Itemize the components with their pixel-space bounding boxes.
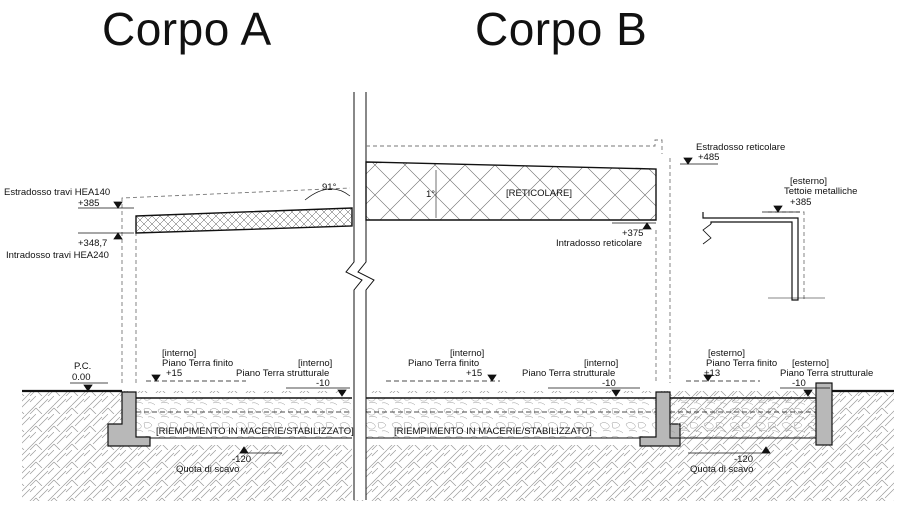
tettoie-tag: [esterno] <box>790 176 827 187</box>
esterno-strutturale-tag: [esterno] <box>792 358 829 369</box>
corpo-b-interno-tag-2: [interno] <box>584 358 618 369</box>
corpo-a-piano-strutturale-label: Piano Terra strutturale <box>236 368 329 379</box>
esterno-finito-tag: [esterno] <box>708 348 745 359</box>
esterno-piano-finito-level: +13 <box>704 368 720 379</box>
esterno-piano-strutturale-level: -10 <box>792 378 806 389</box>
corpo-a-scavo-level: -120 <box>232 454 251 465</box>
reticolare-truss <box>365 161 657 221</box>
corpo-a-riempimento-label: [RIEMPIMENTO IN MACERIE/STABILIZZATO] <box>156 426 354 437</box>
corpo-a-title: Corpo A <box>102 3 272 55</box>
corpo-a-beam <box>135 207 353 234</box>
reticolare-label: [RETICOLARE] <box>506 188 572 199</box>
corpo-b-foundation <box>365 391 681 447</box>
esterno-scavo-level: -120 <box>734 454 753 465</box>
corpo-b-intradosso-label: Intradosso reticolare <box>556 238 642 249</box>
corpo-a-estradosso-level: +385 <box>78 198 99 209</box>
esterno-piano-strutturale-label: Piano Terra strutturale <box>780 368 873 379</box>
corpo-b-estradosso-label: Estradosso reticolare <box>696 142 785 153</box>
esterno-curb <box>815 382 833 446</box>
tettoie-detail <box>702 211 825 301</box>
corpo-b-piano-finito-level: +15 <box>466 368 482 379</box>
corpo-a-angle: 91° <box>322 182 337 193</box>
esterno-scavo-label: Quota di scavo <box>690 464 753 475</box>
corpo-b-interno-tag-1: [interno] <box>450 348 484 359</box>
corpo-b-intradosso-level: +375 <box>622 228 643 239</box>
corpo-a-intradosso-label: Intradosso travi HEA240 <box>6 250 109 261</box>
corpo-b-piano-finito-label: Piano Terra finito <box>408 358 479 369</box>
pc-level: 0.00 <box>72 372 91 383</box>
tettoie-label: Tettoie metalliche <box>784 186 857 197</box>
corpo-a-estradosso-label: Estradosso travi HEA140 <box>4 187 110 198</box>
corpo-a-footing <box>107 391 151 447</box>
corpo-a-piano-finito-label: Piano Terra finito <box>162 358 233 369</box>
corpo-b-angle: 1° <box>426 189 435 200</box>
level-markers <box>70 157 830 454</box>
corpo-a-intradosso-level: +348,7 <box>78 238 107 249</box>
corpo-b-roof <box>365 139 671 383</box>
corpo-b-riempimento-label: [RIEMPIMENTO IN MACERIE/STABILIZZATO] <box>394 426 592 437</box>
corpo-a-scavo-label: Quota di scavo <box>176 464 239 475</box>
corpo-a-interno-tag-2: [interno] <box>298 358 332 369</box>
tettoie-level: +385 <box>790 197 811 208</box>
esterno-piano-finito-label: Piano Terra finito <box>706 358 777 369</box>
pc-label: P.C. <box>74 361 91 372</box>
corpo-b-title: Corpo B <box>475 3 648 55</box>
corpo-a-foundation <box>107 391 361 447</box>
corpo-a-roof <box>121 187 353 383</box>
corpo-b-piano-strutturale-label: Piano Terra strutturale <box>522 368 615 379</box>
corpo-b-piano-strutturale-level: -10 <box>602 378 616 389</box>
corpo-a-piano-strutturale-level: -10 <box>316 378 330 389</box>
corpo-a-interno-tag-1: [interno] <box>162 348 196 359</box>
break-line <box>345 90 375 500</box>
corpo-a-piano-finito-level: +15 <box>166 368 182 379</box>
esterno-slab <box>669 382 833 446</box>
corpo-b-estradosso-level: +485 <box>698 152 719 163</box>
